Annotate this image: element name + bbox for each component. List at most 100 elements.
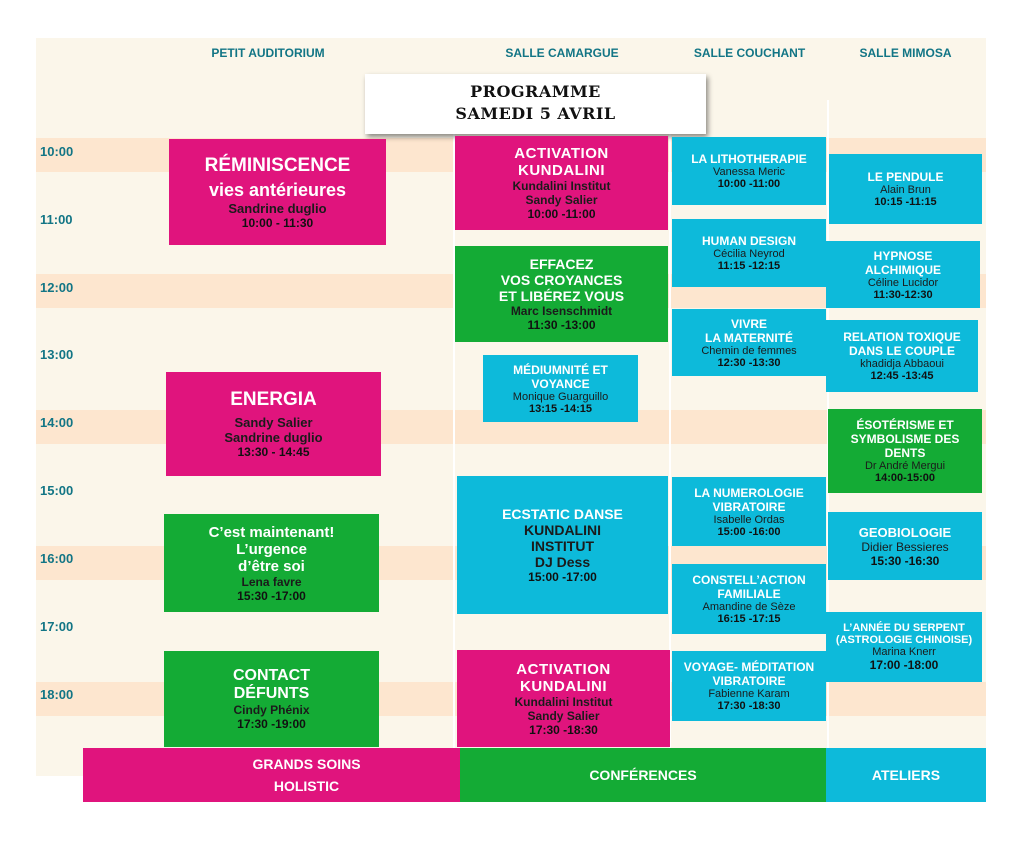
event-time: 11:30-12:30 [873, 288, 933, 301]
event-esoterisme[interactable]: ÉSOTÉRISME ET SYMBOLISME DES DENTS Dr An… [828, 409, 982, 493]
title-line-1: PROGRAMME [470, 82, 601, 101]
event-title: ACTIVATION [514, 145, 609, 162]
event-title: GEOBIOLOGIE [858, 524, 952, 540]
time-label: 17:00 [40, 619, 74, 634]
event-speaker: Dr André Mergui [864, 460, 946, 472]
event-title: DANS LE COUPLE [848, 344, 955, 358]
event-title: LA NUMEROLOGIE [694, 485, 804, 500]
event-time: 15:00 -16:00 [717, 525, 781, 538]
event-title: ENERGIA [230, 389, 317, 410]
event-title: ACTIVATION [516, 660, 611, 678]
event-speaker: Sandy Salier [234, 415, 313, 430]
event-lithotherapie[interactable]: LA LITHOTHERAPIE Vanessa Meric 10:00 -11… [672, 137, 826, 205]
event-time: 15:30 -17:00 [237, 588, 306, 603]
event-contact-defunts[interactable]: CONTACT DÉFUNTS Cindy Phénix 17:30 -19:0… [164, 651, 379, 747]
event-title: C’est maintenant! [208, 523, 335, 541]
column-divider [669, 100, 671, 760]
legend-ateliers: ATELIERS [826, 748, 986, 802]
event-time: 15:00 -17:00 [528, 570, 597, 584]
title-line-2: SAMEDI 5 AVRIL [455, 104, 616, 123]
event-speaker: Cécilia Neyrod [713, 248, 785, 260]
event-speaker: Amandine de Sèze [702, 601, 796, 613]
event-organization: Kundalini Institut [512, 179, 611, 193]
event-maintenant[interactable]: C’est maintenant! L’urgence d’être soi L… [164, 514, 379, 612]
event-speaker: Céline Lucidor [867, 276, 939, 289]
event-speaker: DJ Dess [534, 554, 591, 570]
event-numerologie[interactable]: LA NUMEROLOGIE VIBRATOIRE Isabelle Ordas… [672, 477, 826, 546]
event-time: 11:30 -13:00 [527, 318, 596, 332]
event-title: HUMAN DESIGN [701, 234, 796, 248]
event-time: 14:00-15:00 [875, 472, 935, 484]
event-reminiscence[interactable]: RÉMINISCENCE vies antérieures Sandrine d… [169, 139, 386, 245]
event-time: 10:00 -11:00 [527, 207, 596, 221]
room-header-salle-mimosa: SALLE MIMOSA [859, 46, 952, 60]
event-speaker: Isabelle Ordas [713, 513, 785, 526]
time-label: 10:00 [40, 144, 74, 159]
event-title: ALCHIMIQUE [865, 262, 941, 277]
event-voyage-meditation[interactable]: VOYAGE- MÉDITATION VIBRATOIRE Fabienne K… [672, 651, 826, 721]
event-title: FAMILIALE [717, 587, 781, 601]
time-label: 12:00 [40, 280, 74, 295]
event-title: VIBRATOIRE [712, 499, 786, 514]
event-speaker: Fabienne Karam [708, 688, 790, 700]
room-header-salle-couchant: SALLE COUCHANT [693, 46, 806, 60]
event-effacez[interactable]: EFFACEZ VOS CROYANCES ET LIBÉREZ VOUS Ma… [455, 246, 668, 342]
legend-grands-soins: GRANDS SOINS HOLISTIC [83, 748, 460, 802]
event-time: 13:15 -14:15 [529, 402, 592, 415]
event-pendule[interactable]: LE PENDULE Alain Brun 10:15 -11:15 [829, 154, 982, 224]
event-title: DÉFUNTS [233, 685, 310, 702]
legend-label: CONFÉRENCES [589, 767, 697, 783]
time-label: 11:00 [40, 212, 73, 227]
event-speaker: khadidja Abbaoui [860, 358, 944, 370]
event-title: KUNDALINI [524, 522, 601, 538]
event-activation-kundalini-2[interactable]: ACTIVATION KUNDALINI Kundalini Institut … [457, 650, 670, 747]
event-title: L’ANNÉE DU SERPENT [843, 622, 965, 634]
event-relation-toxique[interactable]: RELATION TOXIQUE DANS LE COUPLE khadidja… [826, 320, 978, 392]
time-label: 15:00 [40, 483, 74, 498]
event-title: ÉSOTÉRISME ET [856, 418, 954, 432]
event-time: 12:30 -13:30 [717, 356, 781, 369]
time-label: 13:00 [40, 347, 74, 362]
event-energia[interactable]: ENERGIA Sandy Salier Sandrine duglio 13:… [166, 372, 381, 476]
event-title: VIBRATOIRE [712, 674, 786, 688]
event-activation-kundalini-1[interactable]: ACTIVATION KUNDALINI Kundalini Institut … [455, 136, 668, 230]
event-title: VOYANCE [531, 376, 590, 391]
event-title: ET LIBÉREZ VOUS [498, 288, 625, 304]
event-geobiologie[interactable]: GEOBIOLOGIE Didier Bessieres 15:30 -16:3… [828, 512, 982, 580]
event-title: LA LITHOTHERAPIE [691, 152, 807, 166]
event-time: 10:15 -11:15 [874, 196, 937, 208]
event-maternite[interactable]: VIVRE LA MATERNITÉ Chemin de femmes 12:3… [672, 309, 826, 376]
event-time: 11:15 -12:15 [717, 260, 781, 272]
event-speaker: Marc Isenschmidt [510, 304, 613, 318]
event-speaker: Lena favre [241, 574, 302, 589]
column-divider [453, 100, 455, 760]
room-header-petit-auditorium: PETIT AUDITORIUM [211, 46, 325, 60]
event-human-design[interactable]: HUMAN DESIGN Cécilia Neyrod 11:15 -12:15 [672, 219, 826, 287]
event-title: VIVRE [730, 316, 767, 331]
time-label: 14:00 [40, 415, 74, 430]
event-mediumnite[interactable]: MÉDIUMNITÉ ET VOYANCE Monique Guarguillo… [483, 355, 638, 422]
event-title: VOYAGE- MÉDITATION [683, 660, 815, 674]
event-time: 12:45 -13:45 [870, 370, 934, 382]
event-speaker: Sandrine duglio [228, 200, 327, 216]
event-title: RÉMINISCENCE [204, 154, 351, 176]
event-time: 10:00 - 11:30 [241, 215, 314, 230]
event-annee-du-serpent[interactable]: L’ANNÉE DU SERPENT (ASTROLOGIE CHINOISE)… [826, 612, 982, 682]
program-title: PROGRAMME SAMEDI 5 AVRIL [365, 74, 706, 134]
event-time: 10:00 -11:00 [717, 178, 781, 190]
event-title: HYPNOSE [873, 248, 933, 263]
event-speaker: Monique Guarguillo [512, 390, 609, 403]
event-title: KUNDALINI [520, 677, 607, 695]
event-title: EFFACEZ [529, 256, 594, 272]
event-time: 16:15 -17:15 [717, 613, 781, 625]
event-hypnose[interactable]: HYPNOSE ALCHIMIQUE Céline Lucidor 11:30-… [826, 241, 980, 308]
time-label: 16:00 [40, 551, 74, 566]
event-title: VOS CROYANCES [500, 272, 623, 288]
event-ecstatic-danse[interactable]: ECSTATIC DANSE KUNDALINI INSTITUT DJ Des… [457, 476, 668, 614]
event-constellaction[interactable]: CONSTELL’ACTION FAMILIALE Amandine de Sè… [672, 564, 826, 634]
event-title: L’urgence [236, 540, 307, 558]
event-speaker: Sandy Salier [525, 193, 598, 207]
event-title: CONSTELL’ACTION [692, 573, 806, 587]
event-time: 13:30 - 14:45 [237, 445, 310, 459]
event-title: vies antérieures [208, 179, 347, 200]
